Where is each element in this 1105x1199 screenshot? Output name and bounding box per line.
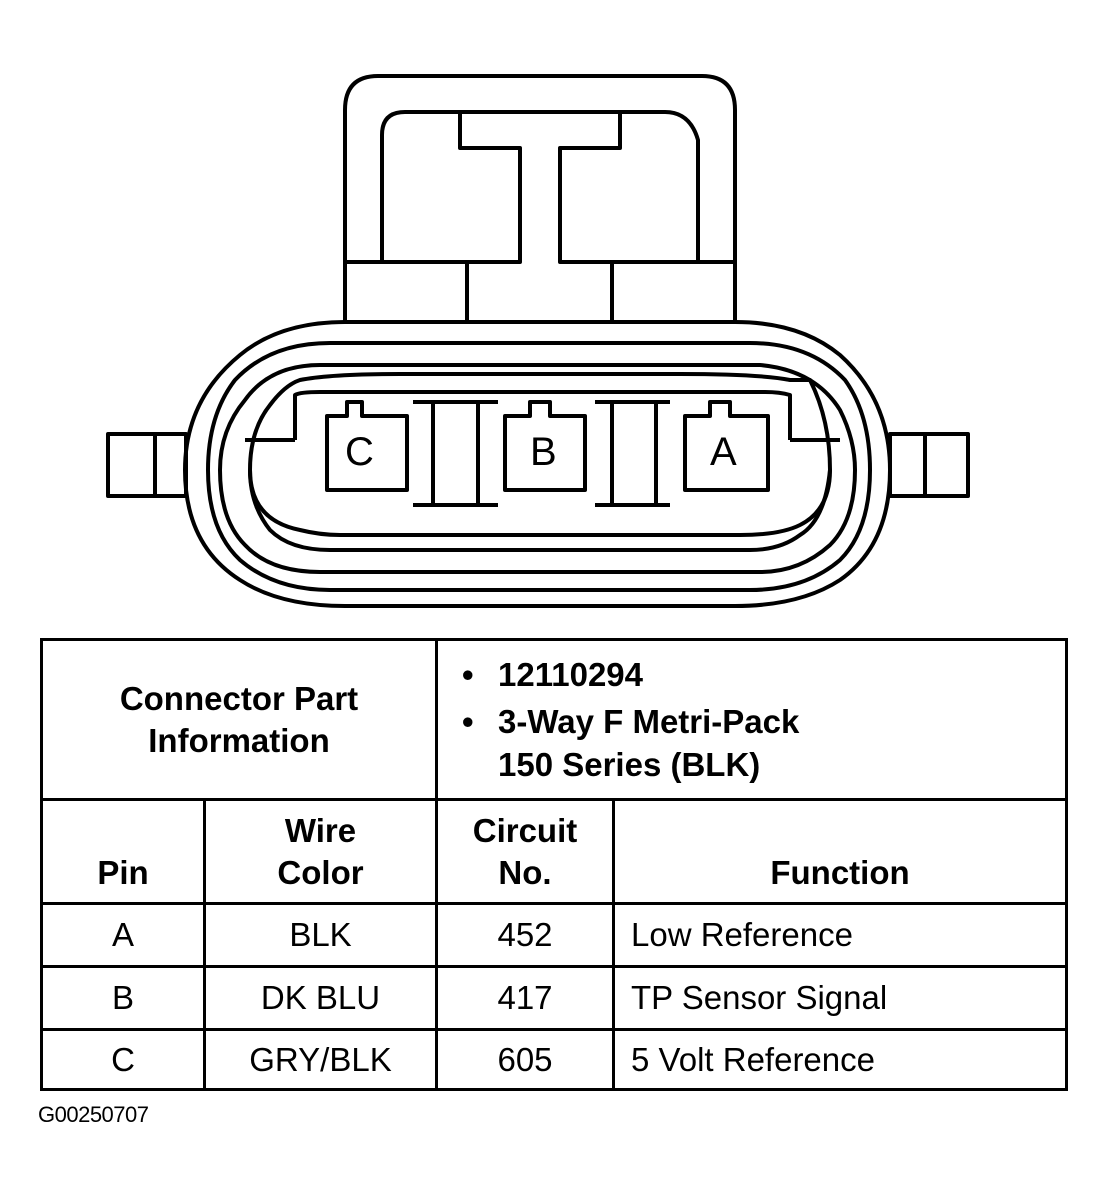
connector-info-details: • 12110294 • 3-Way F Metri-Pack 150 Seri… <box>435 638 1068 801</box>
cavity-a <box>683 400 770 492</box>
table-row: B DK BLU 417 TP Sensor Signal <box>40 965 1068 1031</box>
cell-function: Low Reference <box>612 902 1068 968</box>
cell-wire-color: BLK <box>203 902 438 968</box>
cell-circuit: 452 <box>435 902 615 968</box>
connector-info-row: Connector Part Information • 12110294 • … <box>40 638 1068 801</box>
figure-id: G00250707 <box>38 1102 149 1127</box>
header-pin: Pin <box>40 798 206 905</box>
latch-inner <box>380 110 700 262</box>
body-ring-3 <box>218 363 857 574</box>
header-function-text: Function <box>770 854 910 891</box>
connector-info-label: Connector Part Information <box>40 638 438 801</box>
right-ear <box>888 432 970 498</box>
cell-wire-color: DK BLU <box>203 965 438 1031</box>
cavity-inner <box>293 390 792 440</box>
cell-circuit: 605 <box>435 1028 615 1091</box>
latch-t <box>345 112 735 264</box>
description-line1: 3-Way F Metri-Pack <box>498 703 800 740</box>
left-ear <box>106 432 188 498</box>
cell-circuit: 417 <box>435 965 615 1031</box>
table-row: C GRY/BLK 605 5 Volt Reference <box>40 1028 1068 1091</box>
cell-wire-color: GRY/BLK <box>203 1028 438 1091</box>
pin-label-c: C <box>345 430 374 474</box>
cavity-b <box>503 400 587 492</box>
cell-function: 5 Volt Reference <box>612 1028 1068 1091</box>
header-wire-line1: Wire <box>284 812 357 849</box>
pin-label-a: A <box>710 430 737 474</box>
cavity-outer <box>248 372 832 552</box>
description-line: • 3-Way F Metri-Pack <box>462 700 1065 743</box>
connector-table: Connector Part Information • 12110294 • … <box>40 638 1068 1091</box>
bullet-icon: • <box>462 703 474 740</box>
part-number: 12110294 <box>498 656 644 693</box>
cavity-c <box>325 400 409 492</box>
info-label-line2: Information <box>148 721 330 759</box>
description-line2: 150 Series (BLK) <box>498 746 761 783</box>
table-row: A BLK 452 Low Reference <box>40 902 1068 968</box>
part-number-line: • 12110294 <box>462 653 1065 696</box>
info-label-line1: Connector Part <box>119 679 359 717</box>
cell-pin: A <box>40 902 206 968</box>
body-outer <box>183 320 892 608</box>
body-ring-2 <box>206 341 872 592</box>
header-circuit: Circuit No. <box>435 798 615 905</box>
header-pin-text: Pin <box>97 854 149 891</box>
latch-outer <box>343 74 737 322</box>
header-wire-line2: Color <box>277 854 364 891</box>
header-function: Function <box>612 798 1068 905</box>
header-wire-color: Wire Color <box>203 798 438 905</box>
bullet-icon: • <box>462 656 474 693</box>
pin-label-b: B <box>530 430 557 474</box>
connector-diagram: C B A <box>106 74 970 608</box>
cell-function: TP Sensor Signal <box>612 965 1068 1031</box>
cell-pin: B <box>40 965 206 1031</box>
header-circuit-line1: Circuit <box>472 812 578 849</box>
header-row: Pin Wire Color Circuit No. Function <box>40 798 1068 905</box>
separator-1 <box>413 400 498 507</box>
header-circuit-line2: No. <box>498 854 552 891</box>
cell-pin: C <box>40 1028 206 1091</box>
separator-2 <box>595 400 670 507</box>
